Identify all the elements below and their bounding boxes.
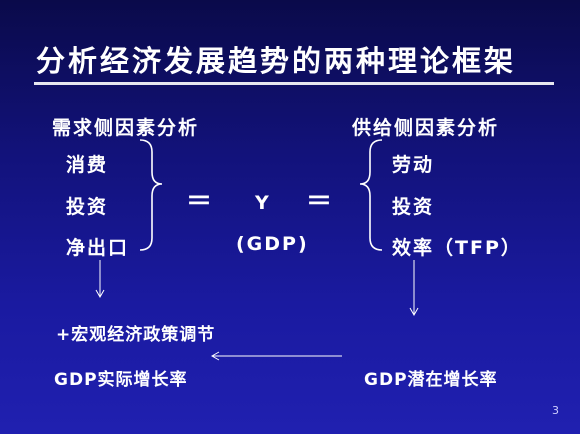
supply-item-investment: 投资 (392, 196, 435, 218)
right-brace (359, 139, 383, 251)
page-number: 3 (552, 404, 559, 417)
macro-policy-text: +宏观经济政策调节 (56, 325, 216, 345)
left-brace (139, 139, 163, 251)
slide-title: 分析经济发展趋势的两种理论框架 (36, 44, 517, 78)
title-underline (34, 82, 554, 85)
equals-sign-left: ＝ (186, 187, 215, 217)
supply-header: 供给侧因素分析 (352, 117, 500, 139)
potential-growth-text: GDP潜在增长率 (364, 370, 498, 390)
demand-item-consumption: 消费 (66, 154, 109, 176)
supply-item-efficiency: 效率（TFP） (392, 237, 522, 259)
supply-item-labor: 劳动 (392, 154, 435, 176)
equals-sign-right: ＝ (306, 187, 335, 217)
demand-header: 需求侧因素分析 (52, 117, 200, 139)
center-gdp: (GDP) (236, 233, 309, 255)
center-y: Y (255, 192, 271, 214)
demand-item-net-export: 净出口 (66, 237, 130, 259)
actual-growth-text: GDP实际增长率 (54, 370, 188, 390)
demand-item-investment: 投资 (66, 196, 109, 218)
